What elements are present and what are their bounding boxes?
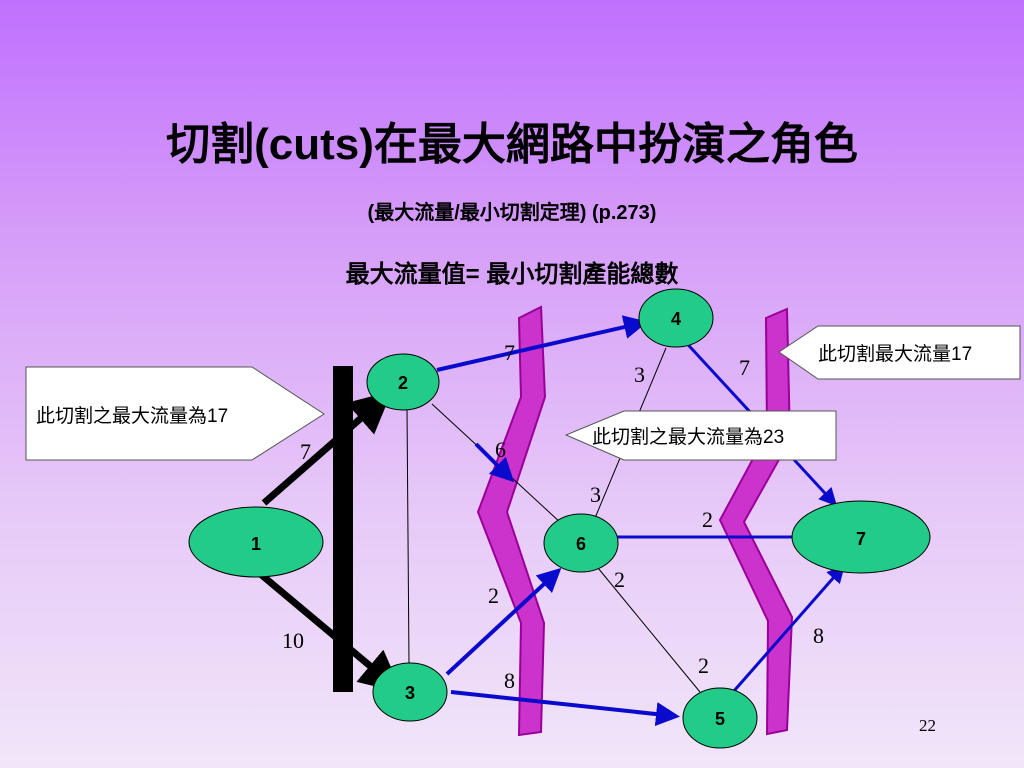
capacity-label-2-4: 7 — [504, 340, 515, 365]
node-1: 1 — [188, 506, 324, 578]
node-3: 3 — [372, 662, 448, 722]
cut-bar-1 — [333, 366, 353, 692]
node-label: 6 — [576, 534, 586, 554]
capacity-label-3-6-upper: 3 — [590, 482, 601, 507]
capacity-label-1-3: 10 — [282, 628, 304, 653]
edge-1-3 — [255, 569, 403, 693]
callout-right-text: 此切割最大流量17 — [818, 343, 972, 365]
node-7: 7 — [791, 500, 931, 574]
capacity-label-6-5-upper: 2 — [614, 567, 625, 592]
callout-left-shape — [25, 366, 325, 461]
node-4: 4 — [638, 288, 714, 348]
capacity-label-5-7: 8 — [813, 623, 824, 648]
edge-6-5 — [597, 567, 701, 693]
capacity-label-2-6: 6 — [495, 437, 506, 462]
node-2: 2 — [366, 353, 440, 411]
callout-right-shape — [778, 325, 1021, 380]
capacity-label-3-5: 8 — [504, 668, 515, 693]
cut-bar-3 — [718, 307, 794, 736]
node-label: 4 — [671, 309, 681, 329]
capacity-label-6-7: 2 — [702, 507, 713, 532]
node-label: 2 — [398, 373, 408, 393]
edge-1-2 — [261, 391, 392, 506]
page-number: 22 — [919, 716, 936, 735]
capacity-label-1-2: 7 — [300, 439, 311, 464]
node-label: 7 — [856, 529, 866, 549]
capacity-label-3-6: 2 — [488, 583, 499, 608]
capacity-label-4-6: 3 — [634, 362, 645, 387]
node-5: 5 — [682, 687, 758, 749]
edge-2-6-head — [474, 442, 515, 483]
capacity-label-6-5: 2 — [698, 653, 709, 678]
node-label: 3 — [405, 683, 415, 703]
edge-2-3 — [406, 407, 410, 666]
callout-middle-shape — [564, 410, 837, 461]
capacity-label-4-7: 7 — [739, 355, 750, 380]
edge-3-6 — [445, 567, 562, 676]
slide-subtitle: (最大流量/最小切割定理) (p.273) — [367, 202, 657, 224]
edge-5-7 — [717, 564, 845, 709]
node-6: 6 — [543, 513, 619, 573]
callout-left-text: 此切割之最大流量為17 — [36, 405, 228, 427]
node-label: 5 — [715, 709, 725, 729]
edge-2-4 — [436, 315, 648, 372]
edge-3-5 — [450, 690, 680, 727]
slide-title: 切割(cuts)在最大網路中扮演之角色 — [166, 120, 858, 169]
node-label: 1 — [251, 534, 261, 554]
theorem-statement: 最大流量值= 最小切割產能總數 — [345, 261, 679, 288]
callout-middle-text: 此切割之最大流量為23 — [592, 426, 784, 448]
